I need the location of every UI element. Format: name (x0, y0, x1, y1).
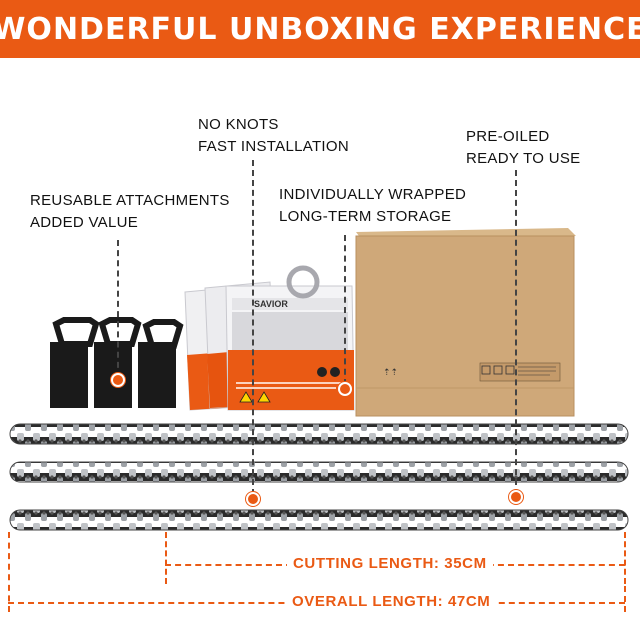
cutting-length-right-tick (624, 532, 626, 584)
saw-chains (9, 423, 629, 531)
callout-no-knots: NO KNOTS FAST INSTALLATION (198, 116, 349, 155)
cardboard-box: ⇡⇡ (355, 228, 576, 417)
package-brand: SAVIOR (254, 299, 288, 309)
leader-line-chain (252, 160, 254, 495)
strap-attachments (50, 317, 184, 408)
marker-dot-chain (246, 492, 260, 506)
title-banner: WONDERFUL UNBOXING EXPERIENCE (0, 0, 640, 58)
callout-pre-oiled: PRE-OILED READY TO USE (466, 128, 581, 167)
banner-title: WONDERFUL UNBOXING EXPERIENCE (0, 11, 640, 47)
marker-dot-oil (509, 490, 523, 504)
callout-wrapped: INDIVIDUALLY WRAPPED LONG-TERM STORAGE (279, 186, 467, 225)
svg-text:⇡⇡: ⇡⇡ (383, 368, 398, 378)
cutting-length-label: CUTTING LENGTH: 35CM (287, 555, 493, 572)
marker-dot-package (338, 382, 352, 396)
cutting-length-left-tick (165, 532, 167, 584)
leader-line-package (344, 235, 346, 385)
callout-reusable: REUSABLE ATTACHMENTS ADDED VALUE (30, 192, 230, 231)
chain-packages: SAVIOR (184, 265, 355, 411)
marker-dot-straps (111, 373, 125, 387)
overall-length-right-tick (624, 586, 626, 612)
overall-length-left-tick (8, 532, 10, 612)
leader-line-straps (117, 240, 119, 378)
leader-line-oil (515, 170, 517, 495)
overall-length-label: OVERALL LENGTH: 47CM (286, 593, 497, 610)
